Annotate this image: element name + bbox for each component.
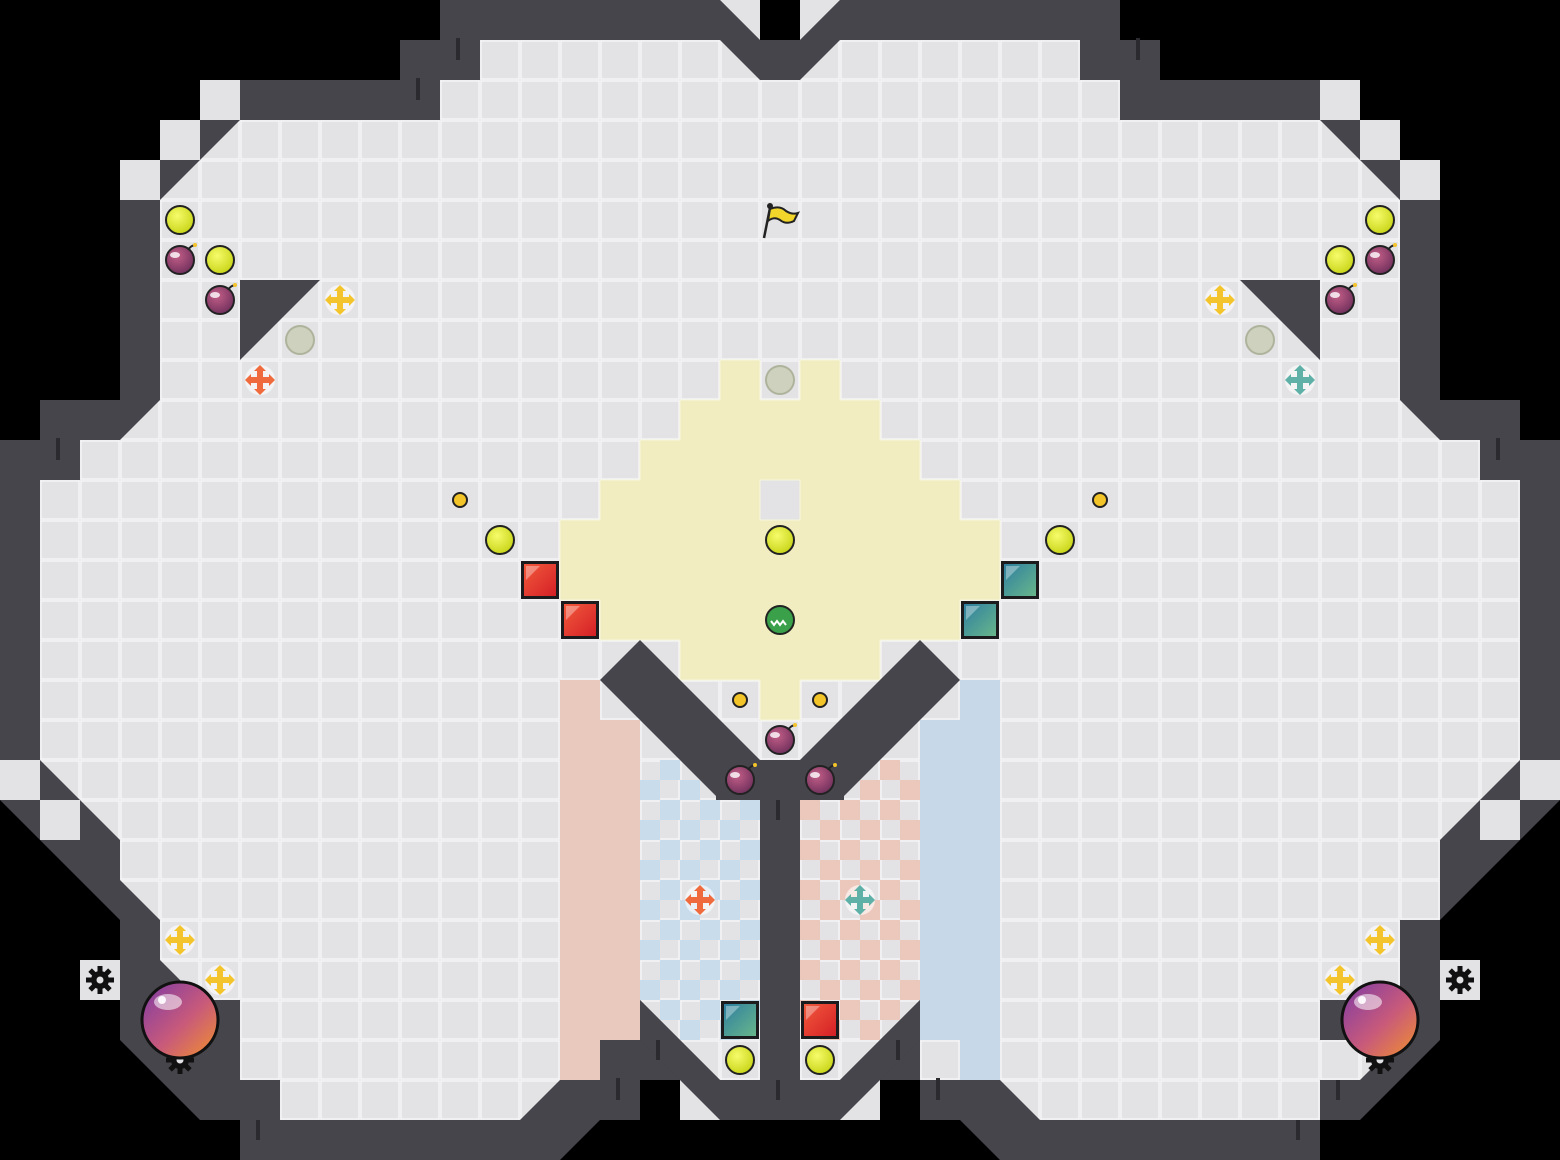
yellow-orb-icon[interactable] <box>165 205 195 235</box>
yellow-orb-icon[interactable] <box>765 525 795 555</box>
bomb-icon[interactable] <box>1325 283 1357 315</box>
yellow-orb-icon[interactable] <box>1045 525 1075 555</box>
cross-arrows-icon[interactable] <box>1285 365 1315 395</box>
launcher-orb-icon[interactable] <box>140 980 220 1060</box>
pellet-icon[interactable] <box>812 692 828 708</box>
cross-arrows-icon[interactable] <box>1325 965 1355 995</box>
yellow-orb-icon[interactable] <box>725 1045 755 1075</box>
pellet-icon[interactable] <box>1092 492 1108 508</box>
yellow-orb-icon[interactable] <box>485 525 515 555</box>
cross-arrows-icon[interactable] <box>1205 285 1235 315</box>
red-gem-block[interactable] <box>521 561 559 599</box>
cross-arrows-icon[interactable] <box>685 885 715 915</box>
teal-gem-block[interactable] <box>1001 561 1039 599</box>
flag-icon[interactable] <box>762 203 800 239</box>
cross-arrows-icon[interactable] <box>205 965 235 995</box>
cross-arrows-icon[interactable] <box>165 925 195 955</box>
gear-icon <box>86 966 114 994</box>
bomb-icon[interactable] <box>1365 243 1397 275</box>
items-layer <box>86 203 1474 1075</box>
bomb-icon[interactable] <box>805 763 837 795</box>
gear-icon <box>1446 966 1474 994</box>
bomb-icon[interactable] <box>765 723 797 755</box>
blue-zone <box>920 680 1000 1080</box>
teal-gem-block[interactable] <box>721 1001 759 1039</box>
cross-arrows-icon[interactable] <box>845 885 875 915</box>
gray-orb-icon <box>1245 325 1275 355</box>
bomb-icon[interactable] <box>725 763 757 795</box>
bomb-icon[interactable] <box>165 243 197 275</box>
yellow-orb-icon[interactable] <box>205 245 235 275</box>
pellet-icon[interactable] <box>732 692 748 708</box>
gray-orb-icon <box>285 325 315 355</box>
pellet-icon[interactable] <box>452 492 468 508</box>
launcher-orb-icon[interactable] <box>1340 980 1420 1060</box>
salmon-zone <box>560 680 640 1080</box>
green-ball-icon[interactable] <box>765 605 795 635</box>
wall-details <box>56 38 1500 1140</box>
inner-walls <box>120 280 1440 1120</box>
yellow-orb-icon[interactable] <box>1365 205 1395 235</box>
cross-arrows-icon[interactable] <box>325 285 355 315</box>
yellow-orb-icon[interactable] <box>805 1045 835 1075</box>
red-gem-block[interactable] <box>801 1001 839 1039</box>
yellow-orb-icon[interactable] <box>1325 245 1355 275</box>
bomb-icon[interactable] <box>205 283 237 315</box>
checker-zone-salmon <box>800 760 920 1040</box>
gray-orb-icon <box>765 365 795 395</box>
red-gem-block[interactable] <box>561 601 599 639</box>
teal-gem-block[interactable] <box>961 601 999 639</box>
cross-arrows-icon[interactable] <box>1365 925 1395 955</box>
cross-arrows-icon[interactable] <box>245 365 275 395</box>
